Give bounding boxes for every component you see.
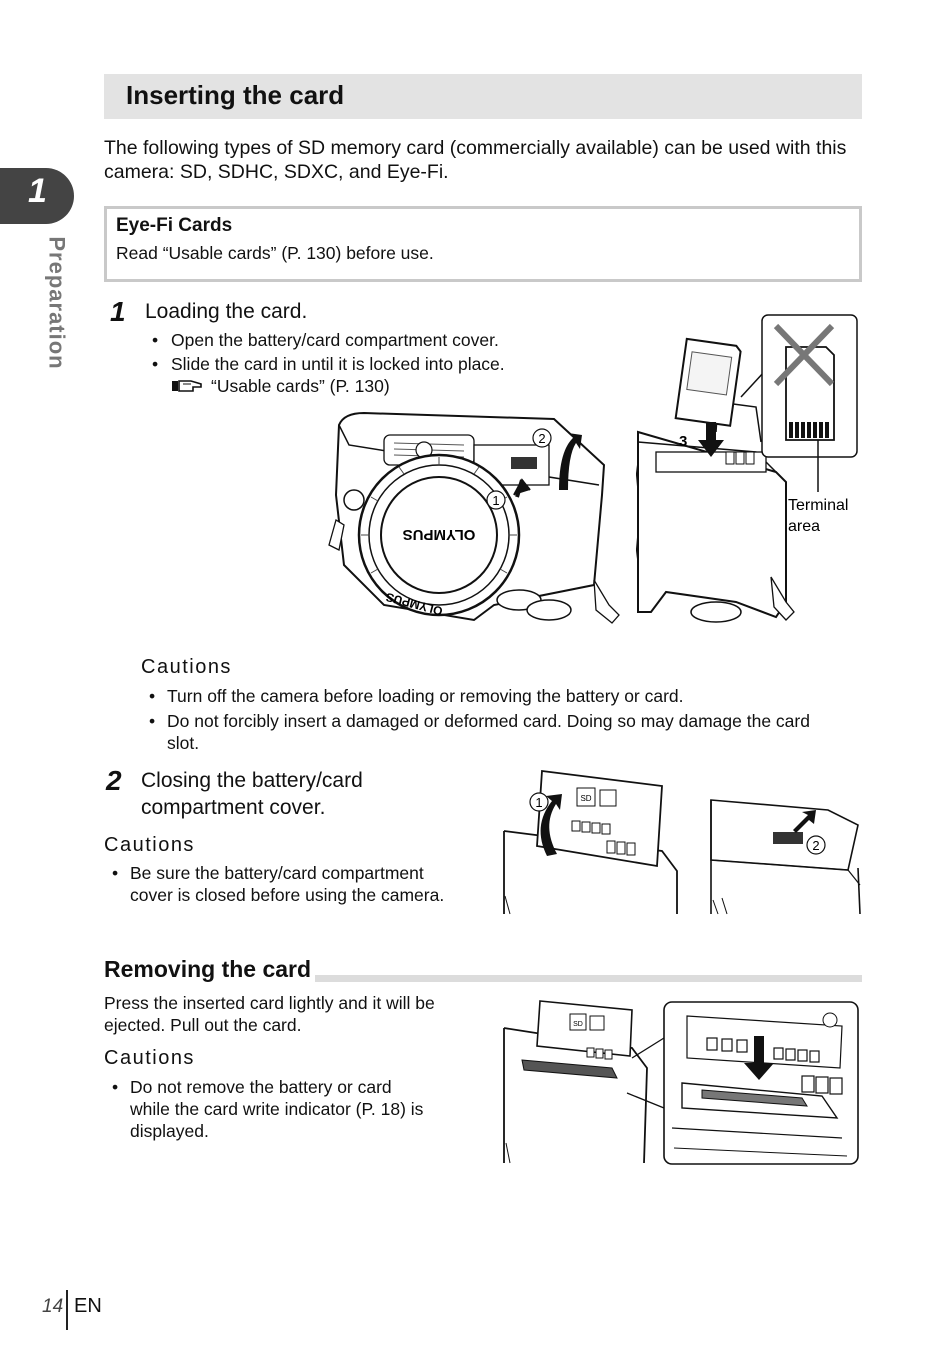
removing-text: ejected. Pull out the card.	[104, 1015, 302, 1035]
step1-bullet: Slide the card in until it is locked int…	[171, 354, 505, 374]
step1-bullet: Open the battery/card compartment cover.	[171, 330, 499, 350]
note-title: Eye-Fi Cards	[116, 215, 233, 236]
cautions-heading: Cautions	[104, 1047, 195, 1069]
step-title: compartment cover.	[141, 796, 326, 819]
title-bar	[104, 74, 862, 119]
callout-1: 1	[535, 795, 542, 810]
callout-1: 1	[492, 493, 499, 508]
caution-item-continued: displayed.	[130, 1121, 209, 1141]
cautions-heading: Cautions	[104, 834, 195, 856]
page-number: 14	[42, 1296, 64, 1317]
bullet-dot: •	[112, 1077, 119, 1097]
chapter-label: Preparation	[44, 236, 70, 370]
removing-heading: Removing the card	[104, 956, 316, 983]
caution-item: Do not forcibly insert a damaged or defo…	[167, 711, 810, 731]
bullet-dot: •	[152, 330, 159, 350]
intro-text: The following types of SD memory card (c…	[104, 137, 847, 183]
bullet-dot: •	[149, 711, 156, 731]
step-number: 1	[110, 296, 126, 327]
caution-item: Be sure the battery/card compartment	[130, 863, 424, 883]
section-rule	[104, 975, 862, 982]
terminal-label-2: area	[788, 518, 820, 535]
terminal-label: Terminal	[788, 497, 848, 514]
caution-item-continued: while the card write indicator (P. 18) i…	[130, 1099, 424, 1119]
page-title: Inserting the card	[126, 80, 345, 110]
callout-2: 2	[538, 431, 545, 446]
removing-text: Press the inserted card lightly and it w…	[104, 993, 435, 1013]
note-text: Read “Usable cards” (P. 130) before use.	[116, 243, 434, 263]
card-insert-illustration: 3 Terminal area	[636, 314, 858, 623]
camera-illustration: OLYMPUS OLYMPUS 2 1	[328, 411, 620, 624]
footer-divider	[66, 1290, 68, 1330]
step-title: Loading the card.	[145, 300, 308, 323]
language-code: EN	[74, 1295, 102, 1317]
bullet-dot: •	[149, 686, 156, 706]
reference-link[interactable]: “Usable cards” (P. 130)	[211, 376, 390, 396]
brand-label: OLYMPUS	[403, 526, 476, 543]
bullet-dot: •	[112, 863, 119, 883]
chapter-number: 1	[28, 172, 47, 210]
bullet-dot: •	[152, 354, 159, 374]
caution-item: Do not remove the battery or card	[130, 1077, 392, 1097]
sd-label: SD	[580, 794, 591, 803]
sd-label: SD	[573, 1021, 583, 1028]
reference-hand-icon	[172, 380, 202, 392]
note-box	[104, 206, 862, 282]
close-cover-illustration-1: SD 1	[503, 769, 678, 915]
callout-2: 2	[812, 838, 819, 853]
step-title: Closing the battery/card	[141, 769, 363, 792]
caution-item: Turn off the camera before loading or re…	[167, 686, 684, 706]
caution-item-continued: cover is closed before using the camera.	[130, 885, 445, 905]
chapter-tab	[0, 168, 74, 224]
cautions-heading: Cautions	[141, 656, 232, 678]
close-cover-illustration-2: 2	[710, 799, 861, 915]
callout-3: 3	[679, 433, 687, 450]
remove-card-illustration: SD	[503, 1000, 859, 1165]
step-number: 2	[106, 765, 122, 796]
caution-item-continued: slot.	[167, 733, 200, 753]
